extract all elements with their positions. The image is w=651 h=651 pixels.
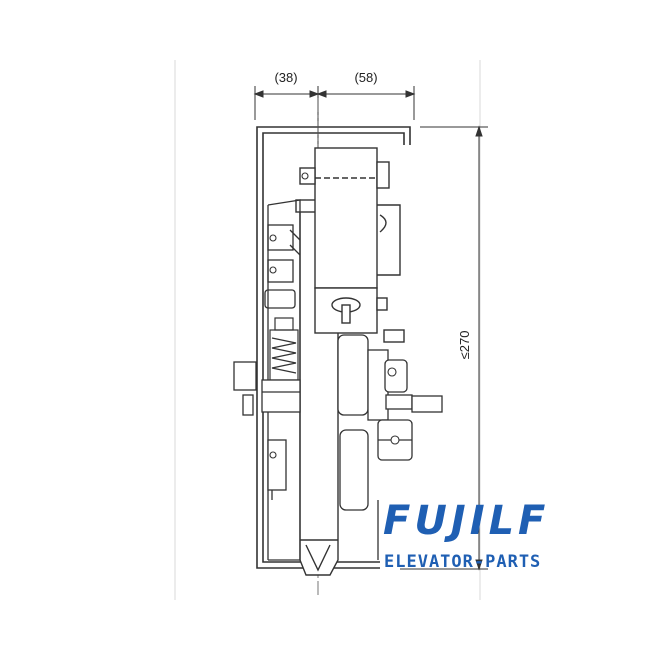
lower-arm [233,361,301,500]
brand-logo: FUJILF [383,498,550,544]
height-dimension [400,125,488,571]
brand-subtitle: ELEVATOR-PARTS [384,552,542,572]
top-housing [299,147,401,289]
frame-lines [174,60,481,600]
width-dimension [253,86,416,160]
hub-assembly [337,334,443,560]
switch-box [314,287,405,343]
dimension-right-width: (58) [354,70,377,85]
dimension-left-width: (38) [274,70,297,85]
dimension-height: ≤270 [457,331,472,360]
spring [269,317,299,381]
bolt-heads [269,172,400,459]
